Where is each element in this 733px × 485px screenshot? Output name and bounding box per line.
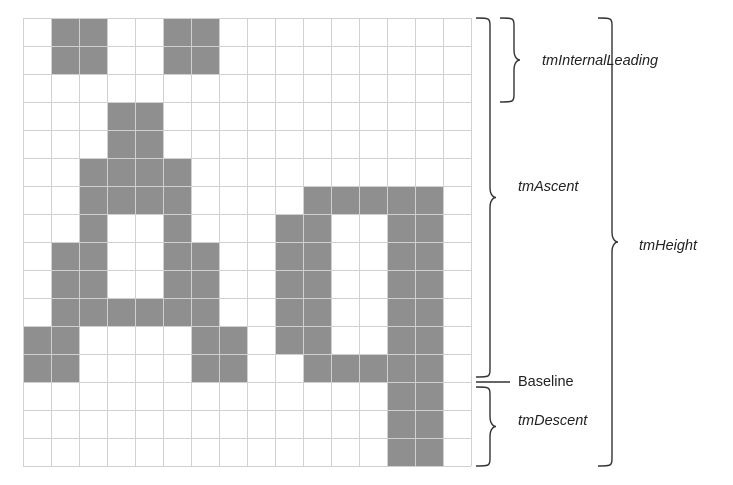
grid-cell-filled: [107, 298, 135, 326]
grid-cell-filled: [415, 410, 443, 438]
grid-lines: [23, 18, 472, 467]
baseline-label: Baseline: [518, 374, 574, 390]
grid-cell-filled: [163, 186, 191, 214]
grid-cell-filled: [415, 438, 443, 466]
grid-cell-filled: [23, 326, 51, 354]
grid-cell-filled: [107, 186, 135, 214]
internal-leading-label: tmInternalLeading: [542, 53, 658, 69]
grid-cell-filled: [79, 18, 107, 46]
grid-cell-filled: [51, 270, 79, 298]
grid-cell-filled: [51, 18, 79, 46]
grid-cell-filled: [359, 186, 387, 214]
filled-cells: [23, 18, 443, 466]
descent-bracket: [475, 386, 497, 467]
height-bracket: [597, 17, 619, 467]
grid-cell-filled: [275, 270, 303, 298]
grid-cell-filled: [51, 354, 79, 382]
grid-cell-filled: [79, 214, 107, 242]
grid-cell-filled: [359, 354, 387, 382]
descent-label: tmDescent: [518, 413, 588, 429]
grid-cell-filled: [51, 326, 79, 354]
grid-cell-filled: [191, 18, 219, 46]
grid-cell-filled: [387, 214, 415, 242]
grid-cell-filled: [79, 186, 107, 214]
grid-cell-filled: [415, 214, 443, 242]
grid-cell-filled: [387, 326, 415, 354]
grid-cell-filled: [79, 242, 107, 270]
grid-cell-filled: [303, 354, 331, 382]
grid-cell-filled: [387, 438, 415, 466]
grid-cell-filled: [191, 46, 219, 74]
grid-cell-filled: [303, 270, 331, 298]
grid-cell-filled: [415, 354, 443, 382]
grid-cell-filled: [163, 46, 191, 74]
grid-cell-filled: [219, 326, 247, 354]
grid-cell-filled: [415, 270, 443, 298]
grid-cell-filled: [219, 354, 247, 382]
grid-cell-filled: [303, 214, 331, 242]
grid-cell-filled: [135, 158, 163, 186]
grid-cell-filled: [79, 46, 107, 74]
grid-cell-filled: [135, 102, 163, 130]
grid-cell-filled: [415, 242, 443, 270]
grid-cell-filled: [303, 242, 331, 270]
grid-cell-filled: [303, 326, 331, 354]
grid-cell-filled: [107, 102, 135, 130]
grid-cell-filled: [191, 354, 219, 382]
grid-cell-filled: [331, 354, 359, 382]
grid-cell-filled: [303, 298, 331, 326]
grid-cell-filled: [51, 298, 79, 326]
grid-cell-filled: [163, 18, 191, 46]
grid-cell-filled: [191, 242, 219, 270]
grid-cell-filled: [275, 214, 303, 242]
grid-cell-filled: [387, 354, 415, 382]
grid-cell-filled: [387, 186, 415, 214]
grid-cell-filled: [163, 158, 191, 186]
grid-cell-filled: [23, 354, 51, 382]
grid-cell-filled: [51, 242, 79, 270]
grid-cell-filled: [79, 158, 107, 186]
grid-cell-filled: [163, 298, 191, 326]
internal-leading-bracket: [499, 17, 521, 103]
grid-cell-filled: [415, 382, 443, 410]
grid-cell-filled: [135, 186, 163, 214]
grid-cell-filled: [275, 242, 303, 270]
grid-cell-filled: [191, 298, 219, 326]
grid-cell-filled: [387, 410, 415, 438]
grid-cell-filled: [107, 130, 135, 158]
grid-cell-filled: [387, 270, 415, 298]
ascent-bracket: [475, 17, 497, 378]
grid-cell-filled: [135, 130, 163, 158]
grid-cell-filled: [163, 214, 191, 242]
grid-cell-filled: [331, 186, 359, 214]
grid-cell-filled: [415, 326, 443, 354]
grid-cell-filled: [79, 298, 107, 326]
ascent-label: tmAscent: [518, 179, 579, 195]
grid-cell-filled: [387, 298, 415, 326]
grid-cell-filled: [275, 326, 303, 354]
grid-cell-filled: [107, 158, 135, 186]
grid-cell-filled: [163, 270, 191, 298]
grid-cell-filled: [51, 46, 79, 74]
grid-cell-filled: [415, 186, 443, 214]
grid-cell-filled: [191, 270, 219, 298]
height-label: tmHeight: [639, 238, 698, 254]
grid-cell-filled: [275, 298, 303, 326]
grid-cell-filled: [303, 186, 331, 214]
grid-cell-filled: [163, 242, 191, 270]
grid-cell-filled: [387, 242, 415, 270]
grid-cell-filled: [387, 382, 415, 410]
grid-cell-filled: [135, 298, 163, 326]
grid-cell-filled: [79, 270, 107, 298]
brackets: [475, 17, 619, 467]
grid-cell-filled: [415, 298, 443, 326]
grid-cell-filled: [191, 326, 219, 354]
